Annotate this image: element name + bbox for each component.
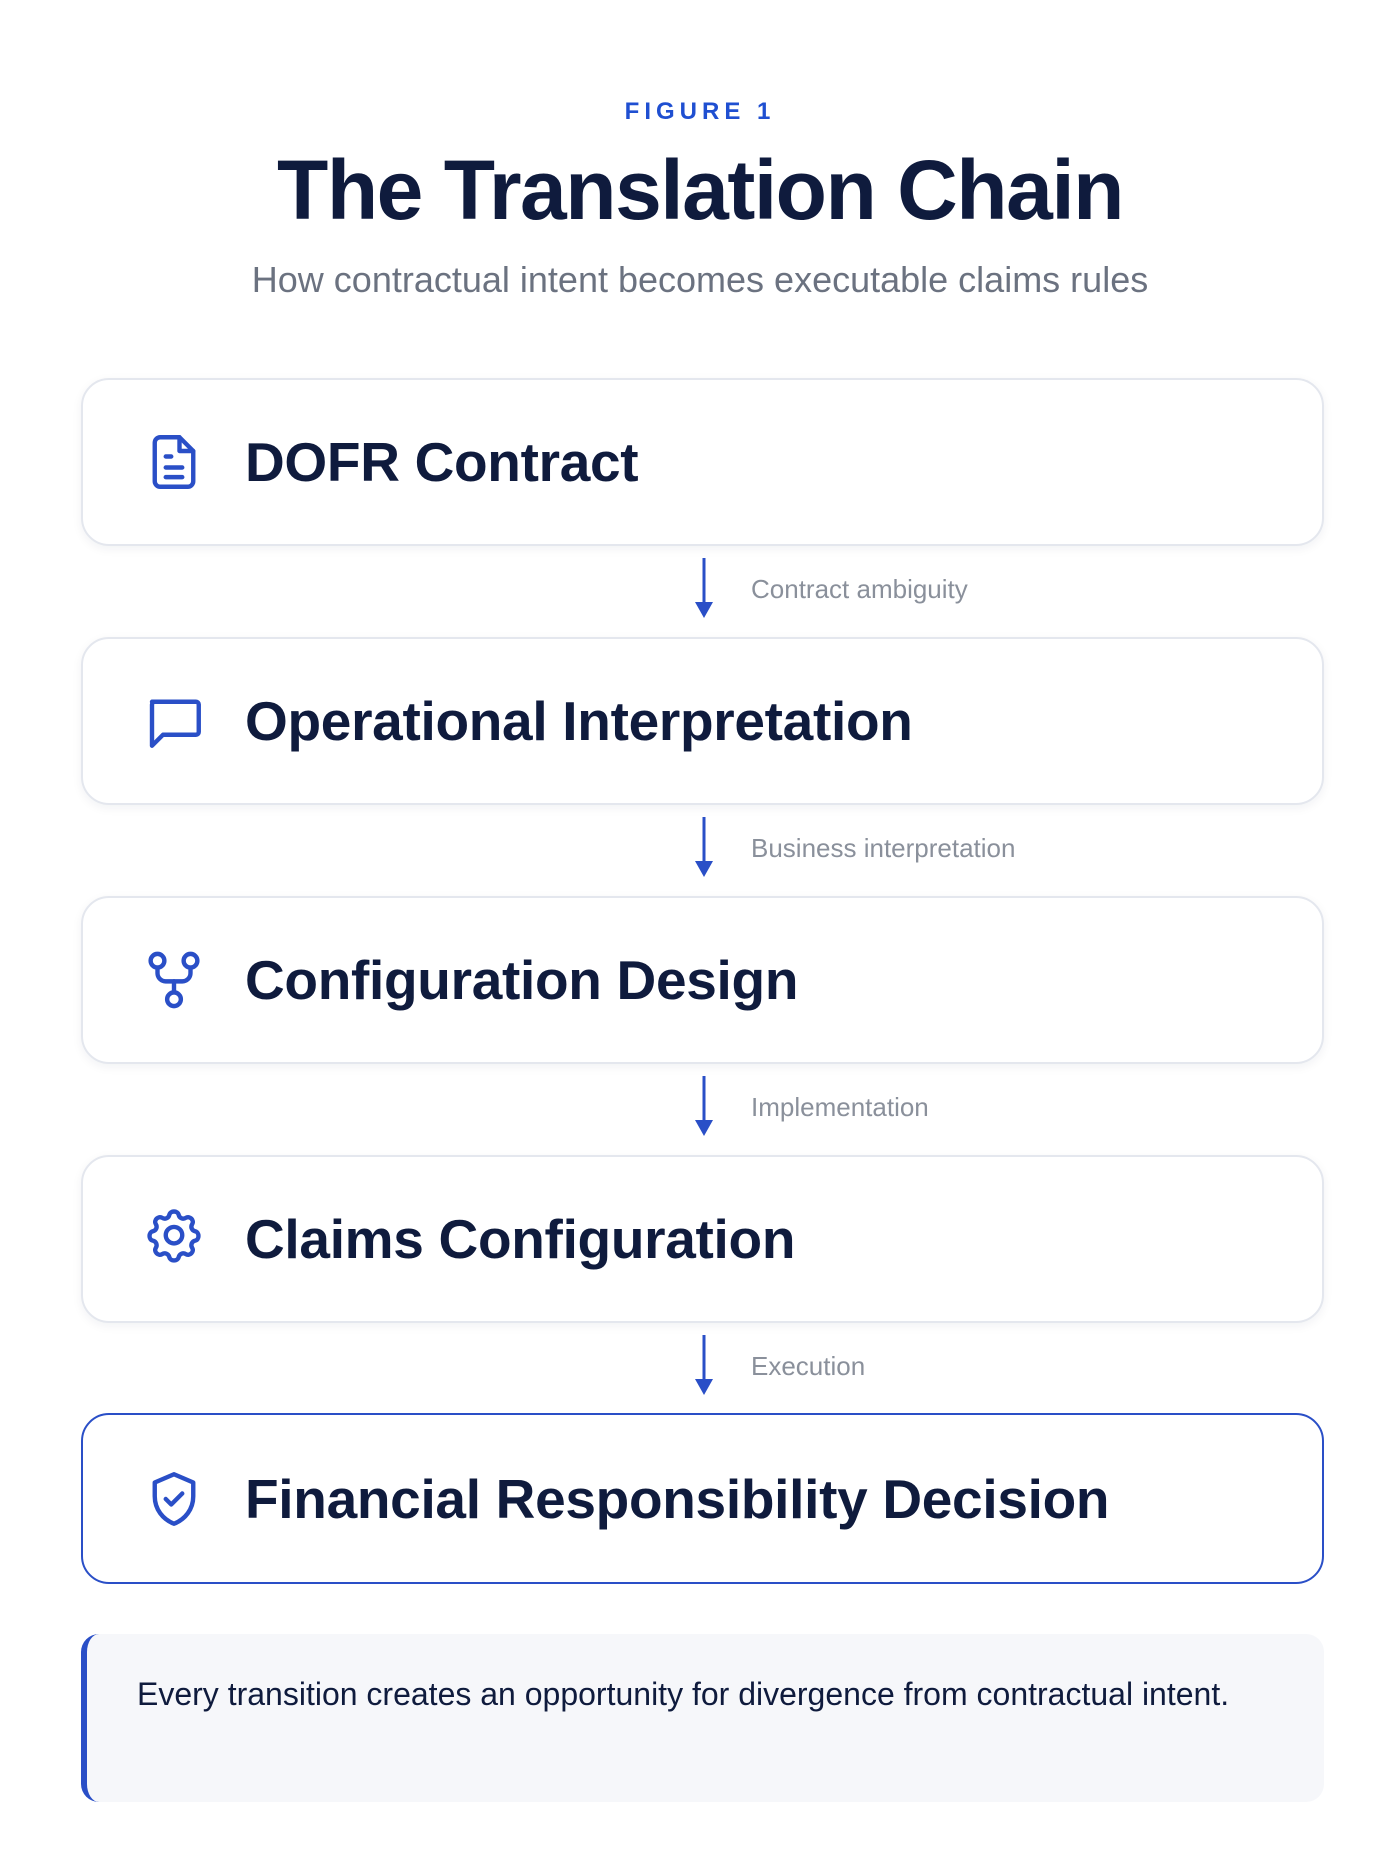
transition-label: Execution [751,1351,866,1381]
figure-label: FIGURE 1 [624,98,776,125]
transition-label: Business interpretation [751,833,1016,863]
transition-connector: Business interpretation [690,815,1250,905]
speech-bubble-icon [141,688,207,754]
arrow-down-icon [695,817,713,877]
step-label: Financial Responsibility Decision [245,1467,1110,1530]
step-card-financial-responsibility-decision: Financial Responsibility Decision [81,1413,1324,1584]
step-label: DOFR Contract [245,431,639,493]
step-card-claims-configuration: Claims Configuration [81,1155,1324,1323]
arrow-down-icon [695,1335,713,1395]
transition-connector: Execution [690,1333,1250,1423]
transition-connector: Contract ambiguity [690,556,1250,646]
branch-nodes-icon [141,947,207,1013]
step-card-dofr-contract: DOFR Contract [81,378,1324,546]
callout-text: Every transition creates an opportunity … [137,1676,1230,1712]
arrow-down-icon [695,558,713,618]
transition-connector: Implementation [690,1074,1250,1164]
shield-check-icon [141,1466,207,1532]
document-icon [141,429,207,495]
step-card-configuration-design: Configuration Design [81,896,1324,1064]
arrow-down-icon [695,1076,713,1136]
page-subtitle: How contractual intent becomes executabl… [251,259,1149,300]
page-title: The Translation Chain [277,143,1124,237]
gear-icon [141,1206,207,1272]
transition-label: Implementation [751,1092,929,1122]
step-card-operational-interpretation: Operational Interpretation [81,637,1324,805]
step-label: Configuration Design [245,949,799,1011]
callout-note: Every transition creates an opportunity … [81,1634,1324,1802]
step-label: Operational Interpretation [245,690,913,752]
transition-label: Contract ambiguity [751,574,968,604]
step-label: Claims Configuration [245,1208,796,1270]
